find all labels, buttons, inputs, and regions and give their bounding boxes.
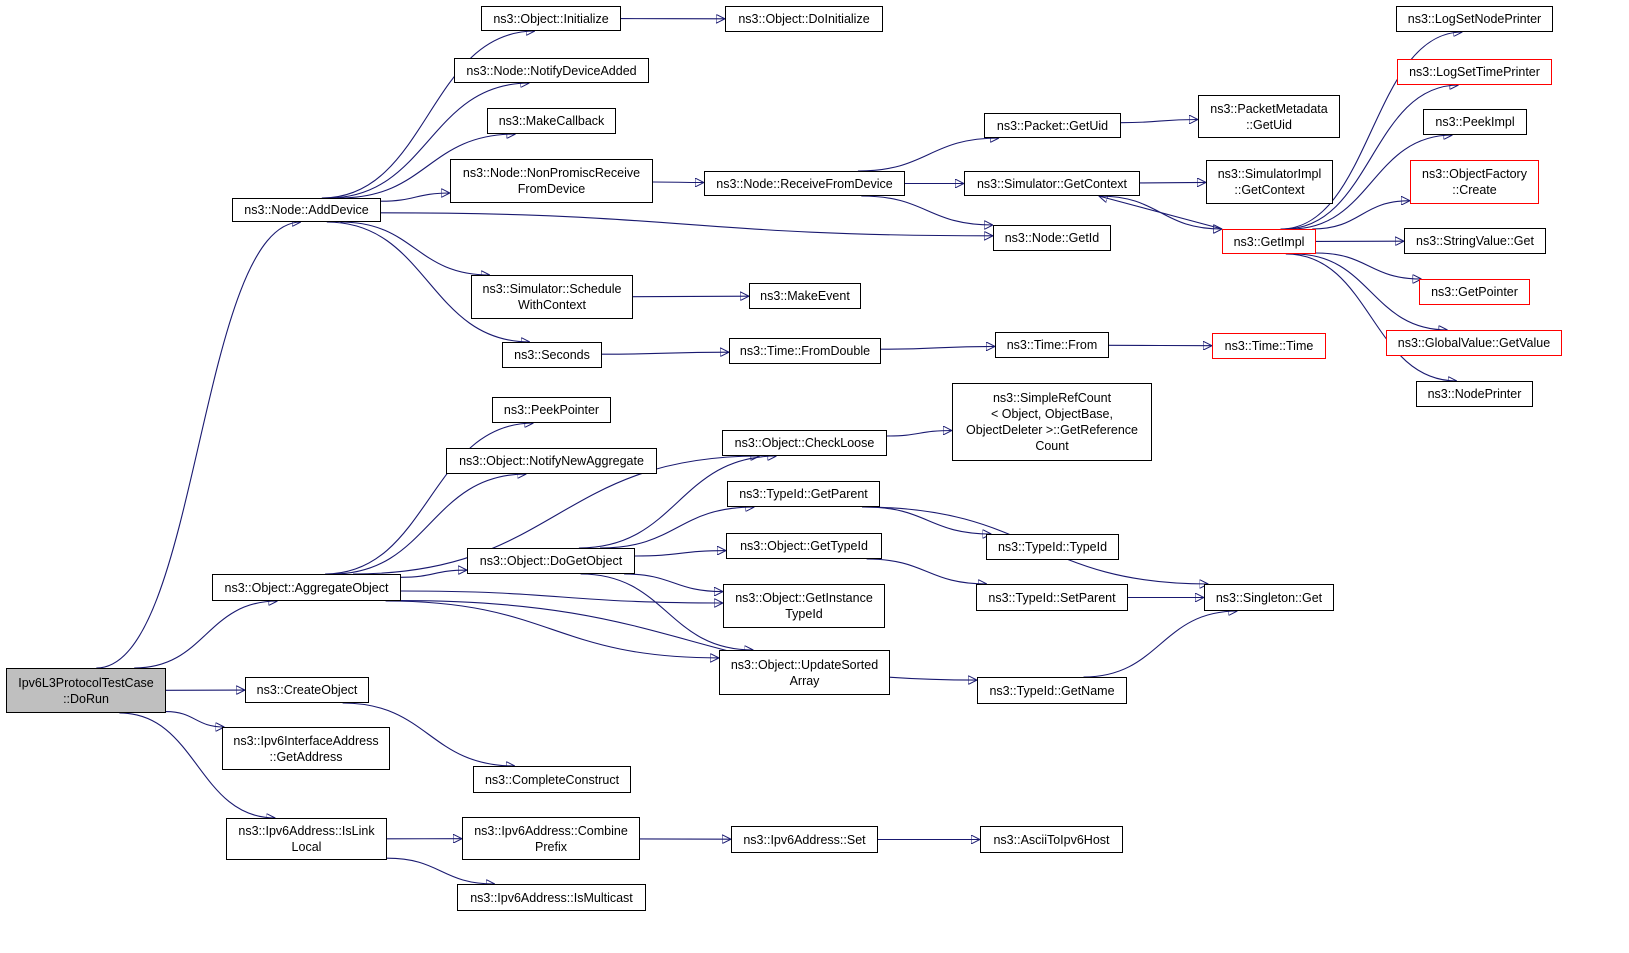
node-packetmetadata-getuid[interactable]: ns3::PacketMetadata ::GetUid xyxy=(1198,95,1340,138)
node-seconds[interactable]: ns3::Seconds xyxy=(502,342,602,368)
edge-addDevice-to-nonPromisc xyxy=(380,193,450,202)
node-completeconstruct[interactable]: ns3::CompleteConstruct xyxy=(473,766,631,793)
edge-addDevice-to-notifyDeviceAdded xyxy=(327,83,530,199)
edge-typeIdGetParent-to-typeIdTypeId xyxy=(864,506,992,534)
edge-getImpl-to-globalValueGetValue xyxy=(1294,253,1448,330)
node-object-notifynewaggregate[interactable]: ns3::Object::NotifyNewAggregate xyxy=(446,448,657,474)
node-peekimpl[interactable]: ns3::PeekImpl xyxy=(1423,109,1527,135)
node-singleton-get[interactable]: ns3::Singleton::Get xyxy=(1204,584,1334,611)
edge-getImpl-to-peekImpl xyxy=(1290,135,1453,230)
edge-receiveFromDevice-to-nodeGetId xyxy=(861,195,993,225)
node-logsettimeprinter[interactable]: ns3::LogSetTimePrinter xyxy=(1397,59,1552,85)
edge-addDevice-to-seconds xyxy=(326,221,530,342)
node-time-from[interactable]: ns3::Time::From xyxy=(995,332,1109,358)
node-simulator-schedulewithcontext[interactable]: ns3::Simulator::Schedule WithContext xyxy=(471,275,633,319)
edge-addDevice-to-nodeGetId xyxy=(380,212,993,236)
node-getimpl[interactable]: ns3::GetImpl xyxy=(1222,229,1316,254)
node-nodeprinter[interactable]: ns3::NodePrinter xyxy=(1416,381,1533,407)
edge-getImpl-to-simGetContext xyxy=(1099,196,1223,230)
node-ipv6interfaceaddress-getaddress[interactable]: ns3::Ipv6InterfaceAddress ::GetAddress xyxy=(222,727,390,770)
edge-root-to-addDevice xyxy=(96,222,301,669)
edge-root-to-isLinkLocal xyxy=(119,712,275,818)
node-node-notifydeviceadded[interactable]: ns3::Node::NotifyDeviceAdded xyxy=(454,58,649,83)
node-typeid-getname[interactable]: ns3::TypeId::GetName xyxy=(977,677,1127,704)
edge-aggregateObject-to-updateSortedArray xyxy=(385,600,719,658)
edge-getImpl-to-objectFactoryCreate xyxy=(1312,201,1410,230)
node-globalvalue-getvalue[interactable]: ns3::GlobalValue::GetValue xyxy=(1386,330,1562,356)
node-typeid-setparent[interactable]: ns3::TypeId::SetParent xyxy=(976,584,1128,611)
node-ipv6address-set[interactable]: ns3::Ipv6Address::Set xyxy=(731,826,878,853)
node-object-doinitialize[interactable]: ns3::Object::DoInitialize xyxy=(725,6,883,32)
node-object-getinstancetypeid[interactable]: ns3::Object::GetInstance TypeId xyxy=(723,584,885,628)
node-stringvalue-get[interactable]: ns3::StringValue::Get xyxy=(1404,228,1546,254)
node-object-aggregateobject[interactable]: ns3::Object::AggregateObject xyxy=(212,574,401,601)
node-simulatorimpl-getcontext[interactable]: ns3::SimulatorImpl ::GetContext xyxy=(1206,160,1333,204)
node-makeevent[interactable]: ns3::MakeEvent xyxy=(749,283,861,309)
node-ipv6address-combineprefix[interactable]: ns3::Ipv6Address::Combine Prefix xyxy=(462,817,640,860)
node-makecallback[interactable]: ns3::MakeCallback xyxy=(487,108,616,134)
node-object-updatesortedarray[interactable]: ns3::Object::UpdateSorted Array xyxy=(719,650,890,695)
node-object-initialize[interactable]: ns3::Object::Initialize xyxy=(481,6,621,31)
edge-aggregateObject-to-doGetObject xyxy=(400,570,467,578)
edge-doGetObject-to-objectGetTypeId xyxy=(634,551,726,557)
edge-isLinkLocal-to-isMulticast xyxy=(386,857,495,884)
edge-aggregateObject-to-typeIdGetName xyxy=(400,600,977,681)
edge-scheduleWithContext-to-makeEvent xyxy=(632,296,749,297)
edge-seconds-to-fromDouble xyxy=(601,352,729,354)
node-typeid-typeid[interactable]: ns3::TypeId::TypeId xyxy=(986,534,1119,560)
edge-doGetObject-to-updateSortedArray xyxy=(580,573,754,650)
edge-doGetObject-to-getInstanceTypeId xyxy=(624,573,723,592)
node-packet-getuid[interactable]: ns3::Packet::GetUid xyxy=(984,113,1121,138)
edge-packetGetUid-to-metadataGetUid xyxy=(1120,120,1198,123)
edge-root-to-aggregateObject xyxy=(134,601,277,669)
edge-fromDouble-to-timeFrom xyxy=(880,346,995,349)
edge-aggregateObject-to-peekPointer xyxy=(325,423,533,575)
node-typeid-getparent[interactable]: ns3::TypeId::GetParent xyxy=(727,481,880,507)
node-object-gettypeid[interactable]: ns3::Object::GetTypeId xyxy=(726,533,882,559)
edge-addDevice-to-makeCallback xyxy=(339,134,516,199)
edge-aggregateObject-to-checkLoose xyxy=(352,456,760,575)
node-asciitoipv6host[interactable]: ns3::AsciiToIpv6Host xyxy=(980,826,1123,853)
edge-aggregateObject-to-notifyNewAggregate xyxy=(332,474,527,575)
edge-addDevice-to-initialize xyxy=(321,31,535,199)
node-ipv6address-islinklocal[interactable]: ns3::Ipv6Address::IsLink Local xyxy=(226,818,387,860)
edge-getImpl-to-nodePrinter xyxy=(1285,253,1457,381)
edge-aggregateObject-to-getInstanceTypeId xyxy=(400,590,723,603)
edge-createObject-to-completeConstruct xyxy=(342,702,515,766)
edge-objectGetTypeId-to-typeIdSetParent xyxy=(866,558,987,584)
node-logsetnodeprinter[interactable]: ns3::LogSetNodePrinter xyxy=(1396,6,1553,32)
edge-checkLoose-to-simpleRefCount xyxy=(886,431,952,437)
edge-nonPromisc-to-receiveFromDevice xyxy=(652,182,704,183)
node-node-receivefromdevice[interactable]: ns3::Node::ReceiveFromDevice xyxy=(704,171,905,196)
edge-simGetContext-to-simImplGetContext xyxy=(1139,182,1206,183)
node-node-nonpromiscreceivefromdevice[interactable]: ns3::Node::NonPromiscReceive FromDevice xyxy=(450,159,653,203)
node-ipv6l3protocoltestcase-dorun[interactable]: Ipv6L3ProtocolTestCase ::DoRun xyxy=(6,668,166,713)
node-peekpointer[interactable]: ns3::PeekPointer xyxy=(492,397,611,423)
node-ipv6address-ismulticast[interactable]: ns3::Ipv6Address::IsMulticast xyxy=(457,884,646,911)
node-simplerefcount-getreferencecount[interactable]: ns3::SimpleRefCount < Object, ObjectBase… xyxy=(952,383,1152,461)
node-createobject[interactable]: ns3::CreateObject xyxy=(245,677,369,703)
edge-root-to-ifaceGetAddress xyxy=(165,711,224,727)
edge-getImpl-to-logSetNodePrinter xyxy=(1280,32,1463,230)
node-simulator-getcontext[interactable]: ns3::Simulator::GetContext xyxy=(964,171,1140,196)
edge-receiveFromDevice-to-packetGetUid xyxy=(857,138,999,172)
edge-doGetObject-to-typeIdGetParent xyxy=(599,507,755,549)
edge-getImpl-to-logSetTimePrinter xyxy=(1284,85,1459,230)
node-node-adddevice[interactable]: ns3::Node::AddDevice xyxy=(232,198,381,222)
edge-getImpl-to-getPointer xyxy=(1315,252,1422,279)
node-time-time[interactable]: ns3::Time::Time xyxy=(1212,333,1326,359)
node-object-dogetobject[interactable]: ns3::Object::DoGetObject xyxy=(467,548,635,574)
node-getpointer[interactable]: ns3::GetPointer xyxy=(1419,279,1530,305)
edge-addDevice-to-scheduleWithContext xyxy=(340,221,490,275)
node-time-fromdouble[interactable]: ns3::Time::FromDouble xyxy=(729,338,881,364)
node-objectfactory-create[interactable]: ns3::ObjectFactory ::Create xyxy=(1410,160,1539,204)
node-object-checkloose[interactable]: ns3::Object::CheckLoose xyxy=(722,430,887,456)
edge-typeIdGetName-to-singletonGet xyxy=(1083,611,1238,678)
edge-doGetObject-to-checkLoose xyxy=(578,456,777,549)
node-node-getid[interactable]: ns3::Node::GetId xyxy=(993,225,1111,251)
